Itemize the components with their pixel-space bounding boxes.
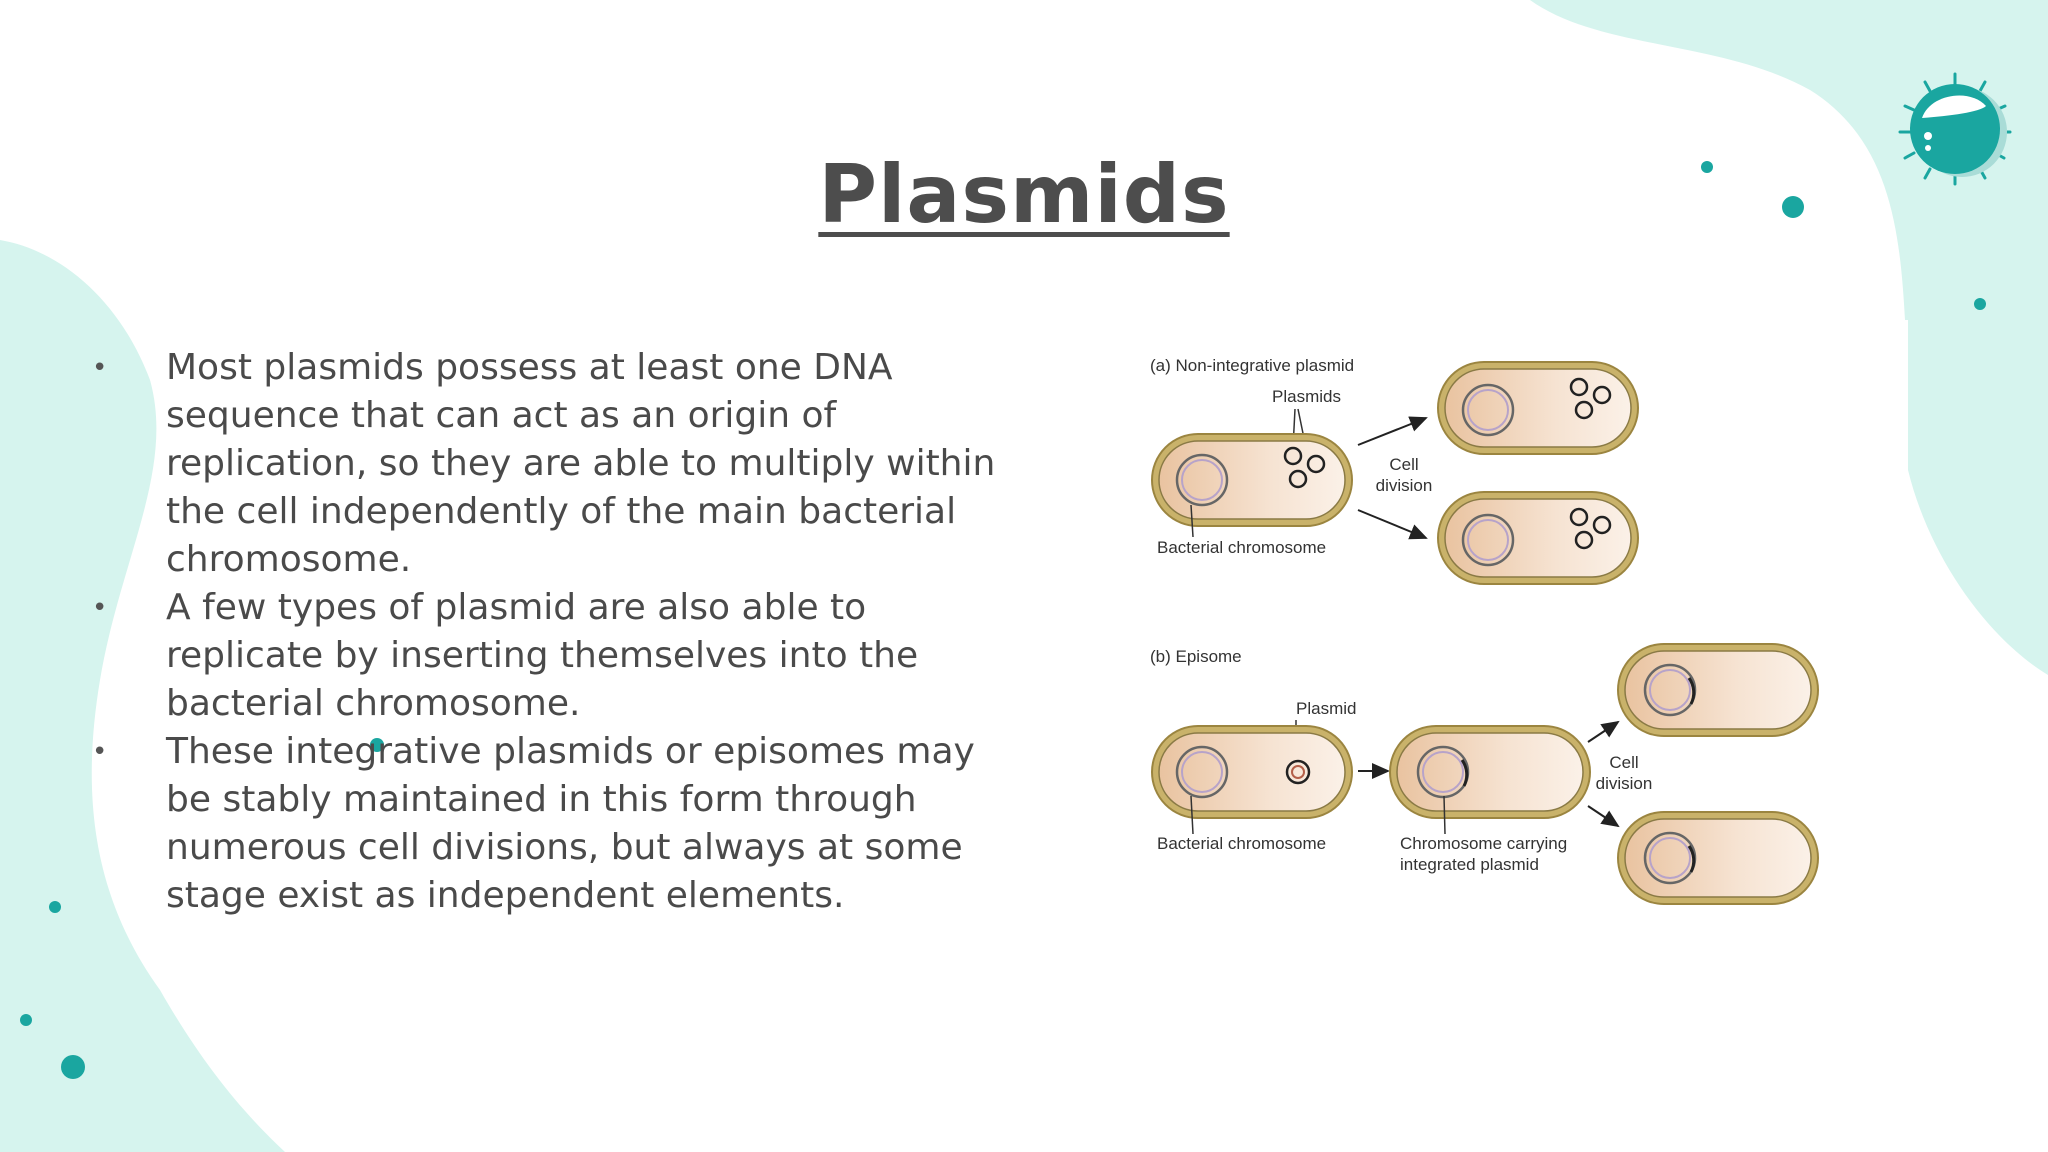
decor-dot (20, 1014, 32, 1026)
cell-division-label-a2: division (1376, 476, 1433, 495)
daughter-cell-a2 (1437, 491, 1639, 585)
bullet-text: A few types of plasmid are also able to … (166, 587, 919, 724)
bullet-text: These integrative plasmids or episomes m… (166, 731, 975, 916)
mint-blob-top-right (1530, 0, 2048, 675)
daughter-cell-a1 (1437, 361, 1639, 455)
integrated-plasmid-label: integrated plasmid (1400, 855, 1539, 874)
bullet-list: • Most plasmids possess at least one DNA … (90, 344, 1010, 920)
daughter-cell-b2 (1617, 811, 1819, 905)
list-item: • These integrative plasmids or episomes … (90, 728, 1010, 920)
decor-dot (49, 901, 61, 913)
panel-a-label: (a) Non-integrative plasmid (1150, 356, 1354, 375)
decor-dot (1701, 161, 1713, 173)
integrated-cell-b (1389, 725, 1591, 819)
bacterial-chromosome-label-b: Bacterial chromosome (1157, 834, 1326, 853)
cell-division-label-b: Cell (1609, 753, 1638, 772)
bacterium-logo-icon (1898, 72, 2012, 186)
plasmids-label: Plasmids (1272, 387, 1341, 406)
parent-cell-a (1151, 433, 1353, 527)
plasmid-label: Plasmid (1296, 699, 1356, 718)
parent-cell-b (1151, 725, 1353, 819)
bullet-dot: • (92, 353, 108, 383)
chromosome-carrying-label: Chromosome carrying (1400, 834, 1567, 853)
decor-dot (1974, 298, 1986, 310)
decor-dot (370, 738, 384, 752)
decor-dot (61, 1055, 85, 1079)
bacterial-chromosome-label-a: Bacterial chromosome (1157, 538, 1326, 557)
list-item: • Most plasmids possess at least one DNA … (90, 344, 1010, 584)
daughter-cell-b1 (1617, 643, 1819, 737)
decor-dot (1782, 196, 1804, 218)
list-item: • A few types of plasmid are also able to… (90, 584, 1010, 728)
bullet-dot: • (92, 737, 108, 767)
plasmid-diagram: (a) Non-integrative plasmid Plasmids Bac… (1150, 356, 1819, 905)
page-title: Plasmids (818, 148, 1230, 241)
cell-division-label-a: Cell (1389, 455, 1418, 474)
bullet-dot: • (92, 593, 108, 623)
mint-blob-left (0, 240, 285, 1152)
panel-b-label: (b) Episome (1150, 647, 1242, 666)
cell-division-label-b2: division (1596, 774, 1653, 793)
bullet-text: Most plasmids possess at least one DNA s… (166, 347, 996, 580)
